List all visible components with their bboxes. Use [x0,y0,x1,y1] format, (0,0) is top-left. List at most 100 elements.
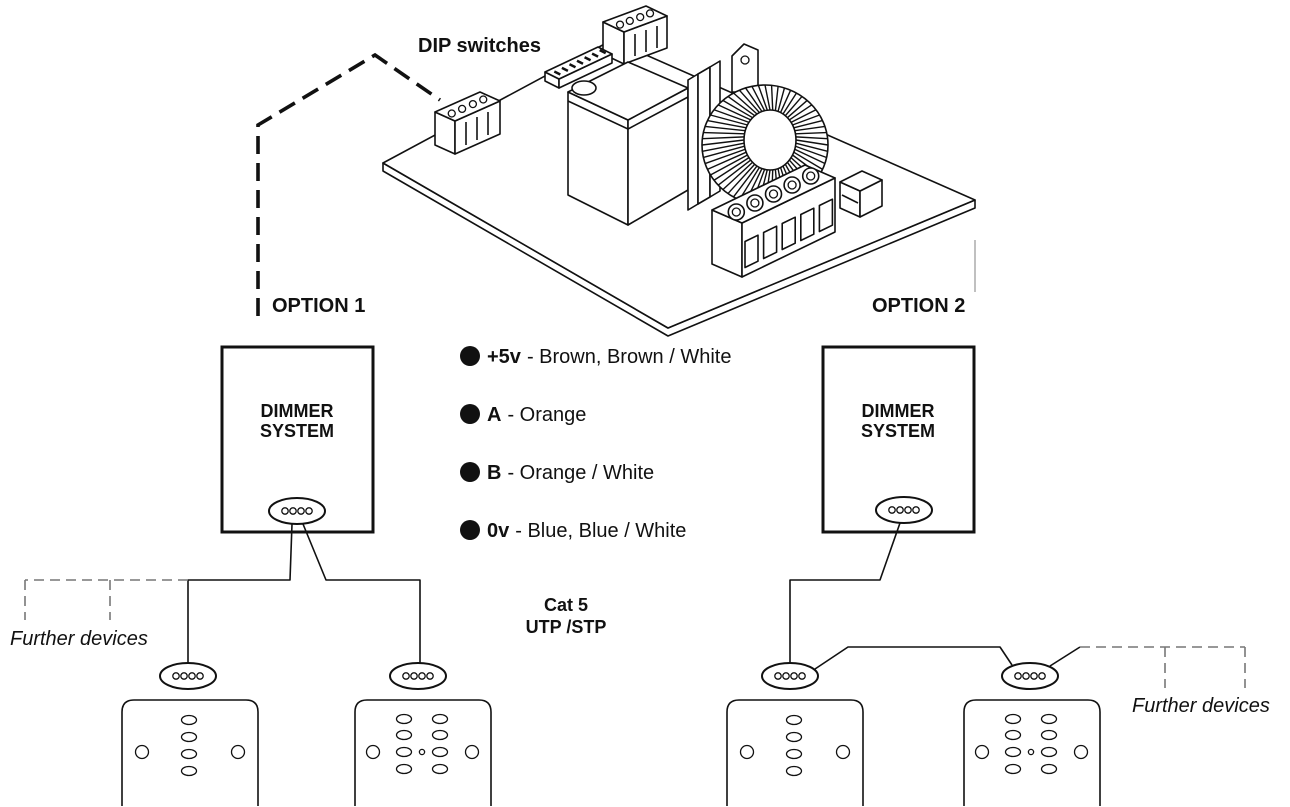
dimmer-box-subtitle: SYSTEM [260,421,334,441]
toroid-winding-line [794,148,826,165]
option-1-dimmer-system: DIMMER SYSTEM [220,345,375,534]
cable-type-label: Cat 5 [544,595,588,615]
option-2-wiring [789,522,1246,688]
keypad-plate-single [726,699,864,807]
toroid-winding-line [795,139,829,146]
dimmer-connector-icon [875,496,933,524]
legend-item: B - Orange / White [487,462,654,484]
keypad-connector-icon [761,662,819,690]
option-1-link-line [256,52,442,316]
dimmer-box-subtitle: SYSTEM [861,421,935,441]
terminal-block-left [434,91,501,155]
daisy-chain-wire-out [1049,646,1081,667]
legend-bullet-icon [460,520,480,540]
toroid-winding-line [788,104,813,121]
toroid-winding-line [717,159,752,186]
further-devices-dashed-line [24,579,188,620]
terminal-wire-entries [744,198,834,269]
toroid-winding-line [786,99,808,119]
toroid-hole [743,109,797,171]
legend-item: A - Orange [487,404,586,426]
toroid-winding-line [744,87,763,112]
cable-shielding-label: UTP /STP [526,617,607,637]
legend-colours: - Blue, Blue / White [515,520,686,542]
toroid-winding-line [795,136,828,140]
legend-terminal: B [487,462,501,484]
toroid-winding-line [751,85,766,111]
wire-to-keypad-3 [789,522,901,663]
toroid-winding-line [793,151,823,171]
toroid-winding-line [782,92,798,115]
toroid-winding-line [703,145,745,159]
toroid-winding-line [722,99,753,119]
toroid-winding-line [795,142,828,152]
toroid-winding-line [732,165,758,198]
toroid-winding-line [738,89,760,114]
legend-item: 0v- Blue, Blue / White [487,520,686,542]
toroid-winding-line [784,95,803,117]
further-devices-label-right: Further devices [1132,695,1270,717]
option-2-dimmer-system: DIMMER SYSTEM [821,345,976,534]
control-board [382,5,976,337]
toroid-winding-line [790,109,817,123]
further-devices-label-left: Further devices [10,628,148,650]
dimmer-box-title: DIMMER [862,401,935,421]
toroid-winding-line [703,131,745,135]
legend-bullet-icon [460,346,480,366]
toroid-winding-line [701,139,745,146]
toroid-winding-line [717,104,751,121]
toroid-winding-line [774,86,779,111]
keypad-plate-double [963,699,1101,807]
keypad-connector-icon [159,662,217,690]
toroid-winding-line [702,142,745,152]
toroid-winding-line [764,84,771,111]
wire-to-keypad-1 [187,523,293,663]
toroid-winding-line [793,119,823,129]
toroid-winding-line [713,109,750,124]
terminal-screws [727,167,820,221]
toroid-winding-line [770,85,774,111]
keypad-plate-single [121,699,259,807]
legend-colours: - Orange / White [507,462,654,484]
toroid-winding-line [792,114,820,126]
toroid-winding-line [704,148,746,165]
toroid-winding-line [777,87,786,112]
transformer-block [567,61,689,226]
keypad-plate-double [354,699,492,807]
terminal-block-5-way [711,164,836,278]
small-component [839,170,883,218]
legend-colours: - Orange [507,404,586,426]
dip-switches-label: DIP switches [418,35,541,57]
option-2-label: OPTION 2 [872,295,965,317]
legend-terminal: 0v [487,520,510,542]
option-1-label: OPTION 1 [272,295,365,317]
toroid-winding-line [757,85,768,111]
toroid-winding-line [795,131,827,135]
option-1-wiring [24,523,421,663]
toroid-winding-line [702,136,745,140]
toroid-winding-line [710,154,748,176]
wiring-legend: +5v- Brown, Brown / White A - Orange B - O… [460,346,731,542]
dimmer-box-title: DIMMER [261,401,334,421]
keypad-connector-icon [1001,662,1059,690]
toroid-winding-line [707,151,747,171]
toroid-winding-line [722,161,754,191]
legend-terminal: A [487,404,501,426]
legend-terminal: +5v [487,346,522,368]
toroid-winding-line [710,114,748,126]
toroid-winding-line [705,125,746,132]
dip-switch-strip [544,46,613,89]
legend-colours: - Brown, Brown / White [527,346,732,368]
toroid-winding-line [707,119,747,129]
toroid-winding-line [795,145,827,159]
toroid-winding-line [733,92,758,115]
toroid-winding-line [794,125,826,132]
toroid-winding-line [713,157,750,181]
keypad-connector-icon [389,662,447,690]
daisy-chain-wire [814,646,1013,670]
toroid-winding-line [779,89,792,113]
wire-to-keypad-2 [302,523,421,663]
legend-bullet-icon [460,462,480,482]
further-devices-dashed-line [1080,646,1246,688]
